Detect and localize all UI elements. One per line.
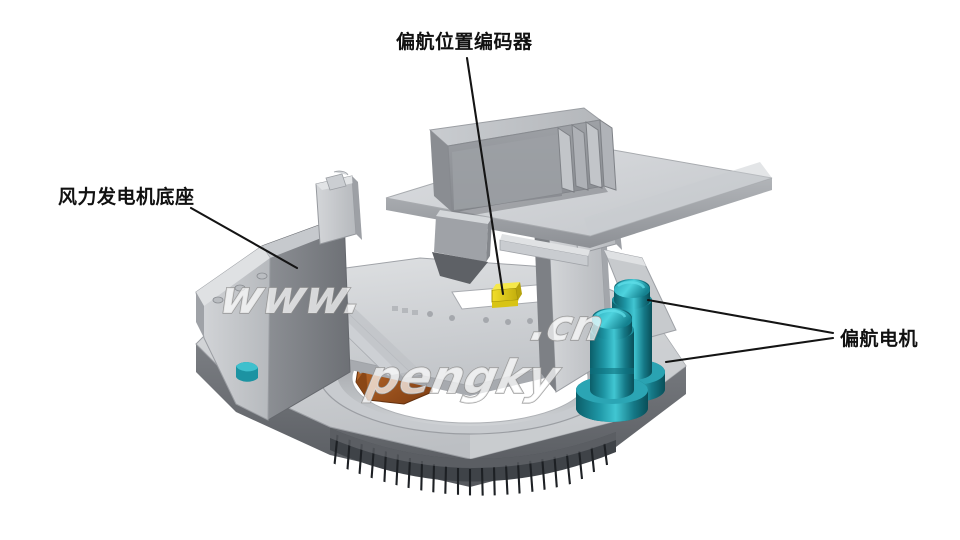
- yaw-position-encoder-block: [491, 282, 522, 308]
- cross-member: [499, 234, 590, 267]
- callout-label-yaw-motor: 偏航电机: [840, 327, 918, 350]
- watermark-part: .cn: [526, 302, 607, 350]
- base-frame-left-wall: [195, 170, 362, 421]
- leader-base: [189, 206, 299, 270]
- leader-encoder: [465, 56, 505, 296]
- yaw-motor-left: [236, 362, 258, 382]
- yaw-motor-front: [576, 308, 648, 422]
- leader-motor-lower: [664, 336, 835, 364]
- finned-housing-box: [428, 107, 617, 218]
- callout-leaders: [189, 56, 835, 364]
- watermark-part: www.: [215, 270, 368, 323]
- center-tower: [432, 210, 492, 284]
- watermark: www. .cn pengky: [214, 270, 608, 405]
- callout-label-yaw-position-encoder: 偏航位置编码器: [396, 30, 533, 53]
- callout-label-wind-turbine-base: 风力发电机底座: [58, 185, 195, 208]
- leader-motor-upper: [646, 298, 835, 335]
- watermark-part: pengky: [361, 350, 565, 403]
